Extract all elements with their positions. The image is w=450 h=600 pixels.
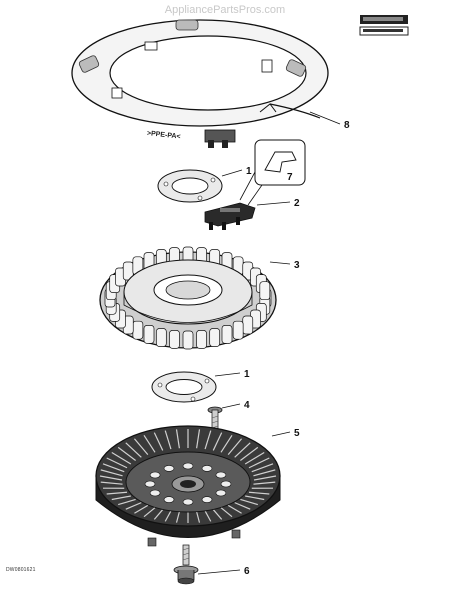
- part-3-stator[interactable]: [99, 246, 277, 350]
- stator-tooth: [242, 315, 254, 335]
- rotor-vent-hole: [220, 480, 232, 488]
- callout-8: 8: [344, 120, 350, 131]
- rotor-fin: [99, 475, 123, 481]
- rotor-fin: [244, 451, 265, 465]
- brand-logo-icon: [359, 15, 409, 36]
- rotor-vent-hole: [215, 489, 227, 497]
- stator-tooth: [221, 325, 233, 344]
- stator-tooth: [232, 320, 244, 340]
- rotor-fin: [227, 438, 243, 455]
- part-2-connector[interactable]: [204, 202, 256, 230]
- rotor-fin: [143, 434, 156, 453]
- rotor-fin: [133, 438, 149, 455]
- rotor-vent-hole: [149, 471, 161, 479]
- stator-tooth: [182, 330, 194, 350]
- rotor-fin: [111, 495, 131, 501]
- rotor-fin: [125, 442, 142, 458]
- rotor-fin: [234, 442, 251, 458]
- callout-1-upper: 1: [246, 166, 252, 177]
- rotor-fin: [248, 457, 270, 469]
- stator-tooth: [132, 320, 144, 340]
- callout-7: 7: [287, 172, 293, 183]
- watermark: AppliancePartsPros.com: [164, 4, 286, 16]
- diagram-code: DW0801621: [6, 567, 36, 573]
- rotor-fin: [196, 511, 201, 523]
- rotor-vent-hole: [163, 465, 175, 472]
- rotor-fin: [106, 457, 128, 469]
- rotor-fin: [134, 504, 149, 514]
- rotor-fin: [212, 432, 223, 451]
- part-8-tub-ring[interactable]: >PPE-PA<: [71, 19, 329, 148]
- rotor-fin: [102, 463, 125, 473]
- rotor-fin: [175, 511, 180, 523]
- rotor-fin: [153, 509, 164, 520]
- rotor-fin: [111, 451, 132, 465]
- callout-5: 5: [294, 428, 300, 439]
- part-7-inset-connector[interactable]: [239, 139, 306, 206]
- rotor-fin: [251, 463, 274, 473]
- rotor-fin: [118, 498, 136, 506]
- rotor-fin: [212, 509, 223, 520]
- part-1-upper-gasket[interactable]: [157, 169, 223, 203]
- rotor-vent-hole: [201, 496, 213, 503]
- part-1-lower-gasket[interactable]: [151, 371, 217, 403]
- rotor-fin: [175, 429, 180, 449]
- callout-4: 4: [244, 400, 250, 411]
- part-4-bolt[interactable]: [207, 406, 223, 439]
- stator-tooth: [196, 330, 207, 349]
- rotor-vent-hole: [149, 489, 161, 497]
- rotor-fin: [220, 507, 233, 518]
- rotor-fin: [248, 491, 270, 495]
- rotor-fin: [240, 498, 258, 506]
- rotor-fin: [204, 430, 212, 450]
- rotor-fin: [253, 475, 277, 481]
- rotor-fin: [100, 469, 123, 477]
- rotor-fin: [220, 434, 233, 453]
- rotor-fin: [117, 446, 136, 461]
- rotor-fin: [106, 491, 128, 495]
- rotor-vent-hole: [215, 471, 227, 479]
- rotor-fin: [253, 469, 276, 477]
- rotor-vent-hole: [163, 496, 175, 503]
- rotor-fin: [204, 510, 212, 522]
- rotor-vent-hole: [144, 480, 156, 488]
- stator-tooth: [259, 281, 271, 301]
- stator-tooth: [155, 328, 167, 347]
- ring-marking: >PPE-PA<: [147, 130, 181, 140]
- rotor-fin: [240, 446, 259, 461]
- rotor-fin: [153, 432, 164, 451]
- part-5-rotor[interactable]: [95, 425, 281, 547]
- stator-tooth: [143, 325, 155, 344]
- rotor-fin: [234, 502, 251, 510]
- rotor-fin: [100, 481, 123, 485]
- callout-2: 2: [294, 198, 300, 209]
- callout-1-lower: 1: [244, 369, 250, 380]
- callout-3: 3: [294, 260, 300, 271]
- stator-tooth: [169, 330, 180, 349]
- rotor-vent-hole: [182, 498, 194, 506]
- rotor-vent-hole: [182, 462, 194, 470]
- rotor-fin: [125, 502, 142, 510]
- rotor-fin: [164, 510, 172, 522]
- rotor-fin: [245, 495, 265, 501]
- rotor-fin: [143, 507, 156, 518]
- rotor-fin: [164, 430, 172, 450]
- stator-tooth: [209, 328, 221, 347]
- rotor-vent-hole: [201, 465, 213, 472]
- callout-6: 6: [244, 566, 250, 577]
- part-6-rotor-bolt[interactable]: [173, 544, 199, 585]
- rotor-fin: [227, 504, 242, 514]
- rotor-fin: [196, 429, 201, 449]
- rotor-fin: [253, 481, 276, 485]
